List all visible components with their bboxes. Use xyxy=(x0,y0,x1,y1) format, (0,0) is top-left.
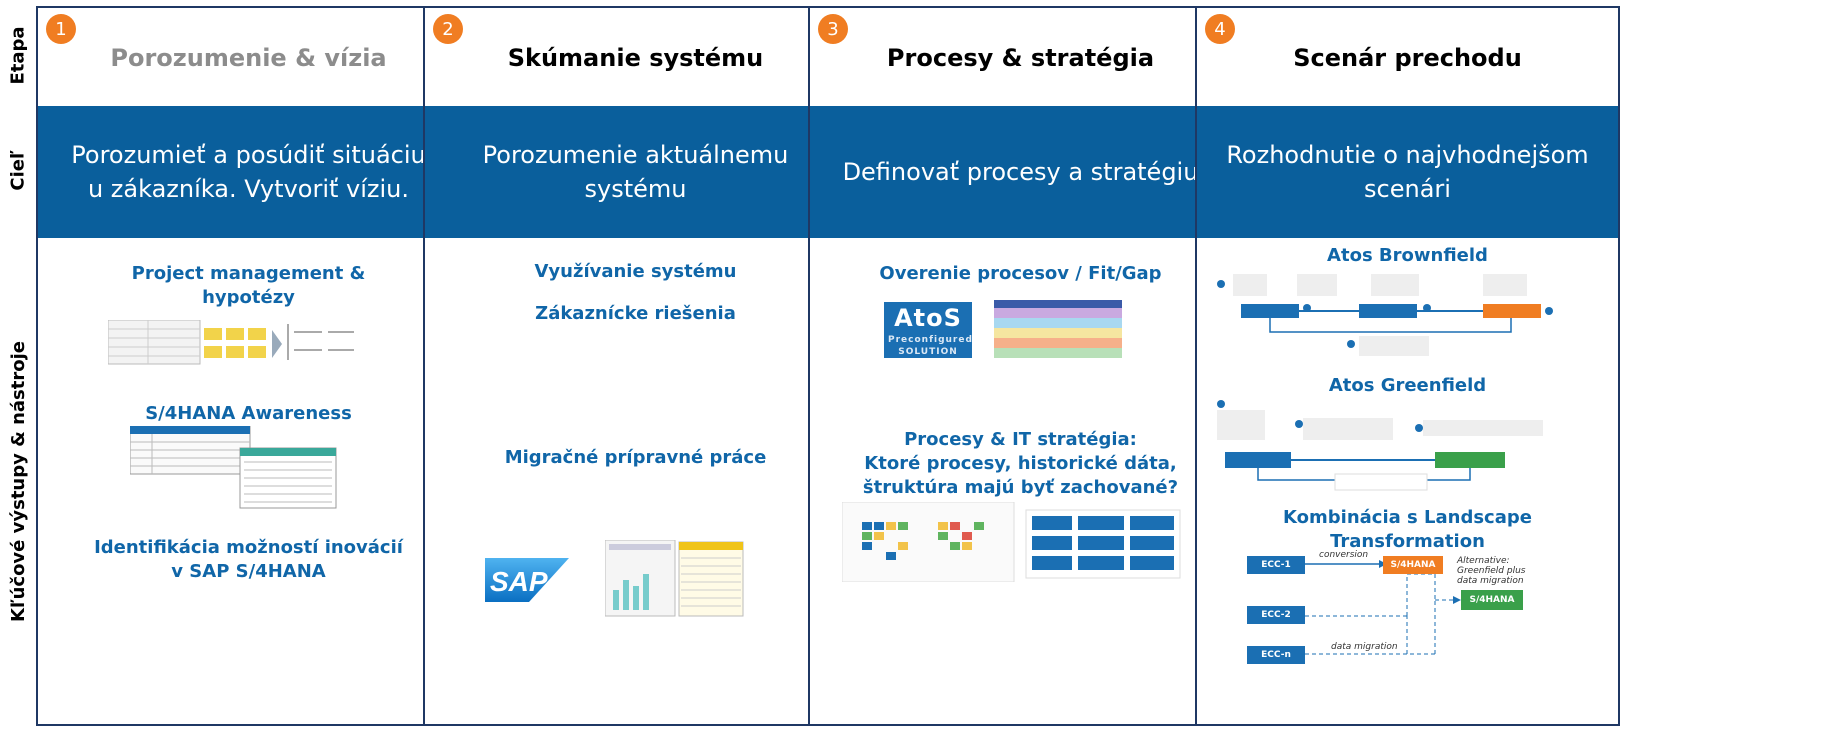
s4hana-box: S/4HANA xyxy=(1461,590,1523,610)
output-heading: Atos Greenfield xyxy=(1328,375,1487,396)
output-heading: Využívanie systému xyxy=(534,261,737,282)
atos-preconfigured-logo: AtoS Preconfigured SOLUTION xyxy=(884,302,972,358)
ecc-2-box: ECC-2 xyxy=(1247,606,1305,624)
ecc-1-box: ECC-1 xyxy=(1247,556,1305,574)
output-heading: Procesy & IT stratégia:Ktoré procesy, hi… xyxy=(862,429,1179,498)
output-heading: Migračné prípravné práce xyxy=(504,447,767,468)
data-migration-label: data migration xyxy=(1331,642,1398,652)
row-label-etapa: Etapa xyxy=(7,25,29,85)
stage-title: Skúmanie systému xyxy=(507,44,764,72)
project-management-thumbnail xyxy=(108,320,354,365)
phase-column-4: 4 Scenár prechodu Rozhodnutie o najvhodn… xyxy=(1195,6,1620,726)
awareness-thumbnail xyxy=(130,426,337,509)
phase-number-badge: 4 xyxy=(1205,14,1235,44)
greenfield-diagram xyxy=(1217,400,1543,491)
it-strategy-thumbnail xyxy=(842,502,1181,582)
s4hana-box: S/4HANA xyxy=(1383,556,1443,574)
phase-column-3: 3 Procesy & stratégia Definovať procesy … xyxy=(808,6,1233,726)
output-heading: Zákaznícke riešenia xyxy=(535,303,736,324)
landscape-transformation-diagram: ECC-1 ECC-2 ECC-n S/4HANA S/4HANA conver… xyxy=(1247,550,1587,724)
ecc-n-box: ECC-n xyxy=(1247,646,1305,664)
row-label-ciel: Cieľ xyxy=(7,149,29,191)
output-heading: Overenie procesov / Fit/Gap xyxy=(879,263,1162,284)
svg-text:SAP: SAP xyxy=(490,566,548,597)
phase-number-badge: 1 xyxy=(46,14,76,44)
migration-thumbnail xyxy=(605,540,744,617)
goal-box: Definovať procesy a stratégiu xyxy=(810,106,1231,238)
stage-title: Scenár prechodu xyxy=(1293,44,1522,72)
row-label-vystupy: Kľúčové výstupy & nástroje xyxy=(7,340,29,622)
phase-number-badge: 2 xyxy=(433,14,463,44)
output-heading: Atos Brownfield xyxy=(1327,245,1488,266)
output-heading: S/4HANA Awareness xyxy=(145,403,352,424)
stage-title: Porozumenie & vízia xyxy=(110,44,387,72)
stage-title: Procesy & stratégia xyxy=(886,44,1155,72)
phase-number-badge: 3 xyxy=(818,14,848,44)
phase-column-2: 2 Skúmanie systému Porozumenie aktuálnem… xyxy=(423,6,848,726)
phase-column-1: 1 Porozumenie & vízia Porozumieť a posúd… xyxy=(36,6,461,726)
sap-logo: SAP xyxy=(485,558,569,602)
brownfield-diagram xyxy=(1217,274,1553,356)
fitgap-thumbnail xyxy=(994,300,1122,358)
conversion-label: conversion xyxy=(1319,550,1369,560)
output-heading: Project management &hypotézy xyxy=(131,263,366,308)
